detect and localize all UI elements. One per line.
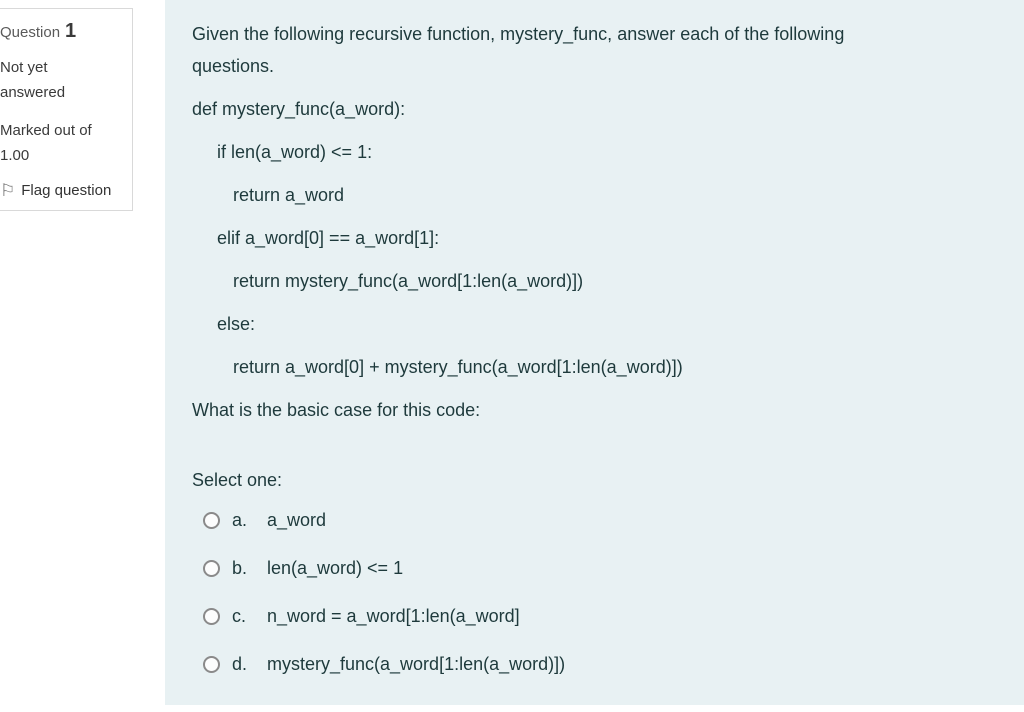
option-text[interactable]: n_word = a_word[1:len(a_word] (267, 605, 520, 626)
option-text[interactable]: a_word (267, 509, 327, 530)
radio-button-a[interactable] (203, 511, 220, 529)
code-line: elif a_word[0] == a_word[1]: (217, 228, 440, 248)
answer-option-b[interactable]: b. len(a_word) <= 1 (192, 544, 1004, 592)
question-status-line: answered (0, 84, 66, 101)
question-intro-line: questions. (192, 56, 275, 76)
question-status: Not yet answered (0, 55, 126, 105)
answer-option-c[interactable]: c. n_word = a_word[1:len(a_word] (192, 592, 1004, 640)
option-text[interactable]: mystery_func(a_word[1:len(a_word)]) (267, 653, 566, 674)
question-label: Question (0, 24, 61, 41)
question-prompt: What is the basic case for this code: (192, 400, 481, 420)
answer-option-d[interactable]: d. mystery_func(a_word[1:len(a_word)]) (192, 640, 1004, 688)
code-line: return a_word (233, 185, 345, 205)
option-text[interactable]: len(a_word) <= 1 (267, 557, 404, 578)
option-letter: c. (232, 605, 247, 626)
code-line: if len(a_word) <= 1: (217, 142, 373, 162)
radio-button-c[interactable] (203, 607, 220, 625)
option-letter: d. (232, 653, 248, 674)
question-intro: Given the following recursive function, … (192, 18, 1004, 82)
code-line: return mystery_func(a_word[1:len(a_word)… (233, 271, 584, 291)
code-line: else: (217, 314, 256, 334)
select-one-label: Select one: (192, 470, 283, 490)
flag-question-label: Flag question (21, 182, 112, 199)
code-line: def mystery_func(a_word): (192, 99, 406, 119)
radio-button-d[interactable] (203, 655, 220, 673)
option-letter: a. (232, 509, 248, 530)
code-line: return a_word[0] + mystery_func(a_word[1… (233, 357, 683, 377)
flag-question-button[interactable]: ⚐ Flag question (0, 182, 126, 199)
option-letter: b. (232, 557, 248, 578)
question-intro-line: Given the following recursive function, … (192, 24, 845, 44)
question-marks: Marked out of 1.00 (0, 118, 126, 168)
flag-icon: ⚐ (0, 181, 16, 200)
radio-button-b[interactable] (203, 559, 220, 577)
question-number: 1 (65, 20, 77, 42)
question-panel: Given the following recursive function, … (165, 0, 1024, 705)
question-marks-line: Marked out of (0, 122, 92, 139)
question-marks-line: 1.00 (0, 147, 30, 164)
answer-option-a[interactable]: a. a_word (192, 496, 1004, 544)
question-status-line: Not yet (0, 59, 48, 76)
